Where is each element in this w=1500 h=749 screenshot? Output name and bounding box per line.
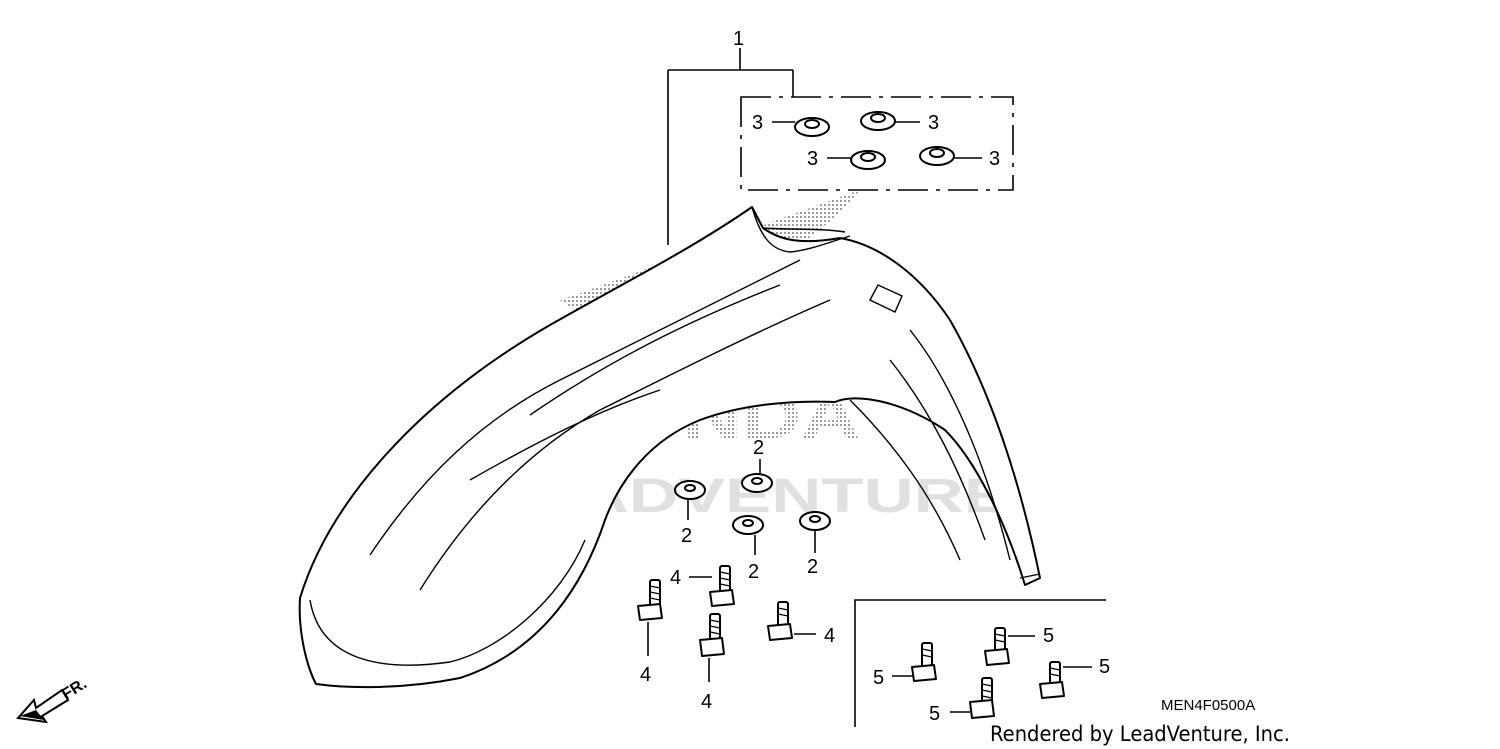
grommet-2: 3 bbox=[860, 111, 939, 134]
callout-1-bracket: 1 bbox=[667, 28, 794, 245]
callout-5b: 5 bbox=[1043, 625, 1054, 647]
callout-4b: 4 bbox=[670, 567, 681, 589]
callout-2a: 2 bbox=[681, 525, 692, 547]
bolt-5c: 5 bbox=[1039, 656, 1110, 699]
callout-5a: 5 bbox=[873, 667, 884, 689]
bolt-4b: 4 bbox=[670, 565, 735, 607]
callout-4a: 4 bbox=[640, 664, 651, 686]
diagram-code: MEN4F0500A bbox=[1161, 697, 1255, 714]
front-fender bbox=[298, 206, 1041, 689]
bolt-5a: 5 bbox=[873, 642, 937, 689]
washer-4: 2 bbox=[799, 511, 831, 578]
bolt-kit-box bbox=[854, 599, 1106, 727]
grommet-3: 3 bbox=[807, 148, 886, 170]
bolt-5d: 5 bbox=[929, 677, 995, 725]
callout-4d: 4 bbox=[824, 625, 835, 647]
callout-2c: 2 bbox=[748, 561, 759, 583]
washer-1: 2 bbox=[674, 480, 706, 547]
grommet-1: 3 bbox=[752, 112, 830, 137]
callout-3c: 3 bbox=[807, 148, 818, 170]
callout-4c: 4 bbox=[701, 691, 712, 713]
washer-2: 2 bbox=[741, 437, 773, 493]
bolt-4a: 4 bbox=[637, 579, 663, 686]
callout-2d: 2 bbox=[807, 556, 818, 578]
front-arrow-icon: FR. bbox=[16, 675, 90, 724]
callout-3b: 3 bbox=[928, 112, 939, 134]
callout-2b: 2 bbox=[753, 437, 764, 459]
render-credit: Rendered by LeadVenture, Inc. bbox=[990, 722, 1290, 746]
callout-5c: 5 bbox=[1099, 656, 1110, 678]
callout-3d: 3 bbox=[989, 148, 1000, 170]
grommet-4: 3 bbox=[919, 146, 1000, 170]
grommet-kit-box bbox=[740, 96, 1014, 191]
washer-3: 2 bbox=[732, 515, 764, 583]
callout-5d: 5 bbox=[929, 703, 940, 725]
callout-1: 1 bbox=[733, 28, 744, 50]
bolt-5b: 5 bbox=[984, 625, 1054, 666]
callout-3a: 3 bbox=[752, 112, 763, 134]
bolt-4d: 4 bbox=[767, 601, 835, 647]
bolt-4c: 4 bbox=[699, 613, 725, 713]
